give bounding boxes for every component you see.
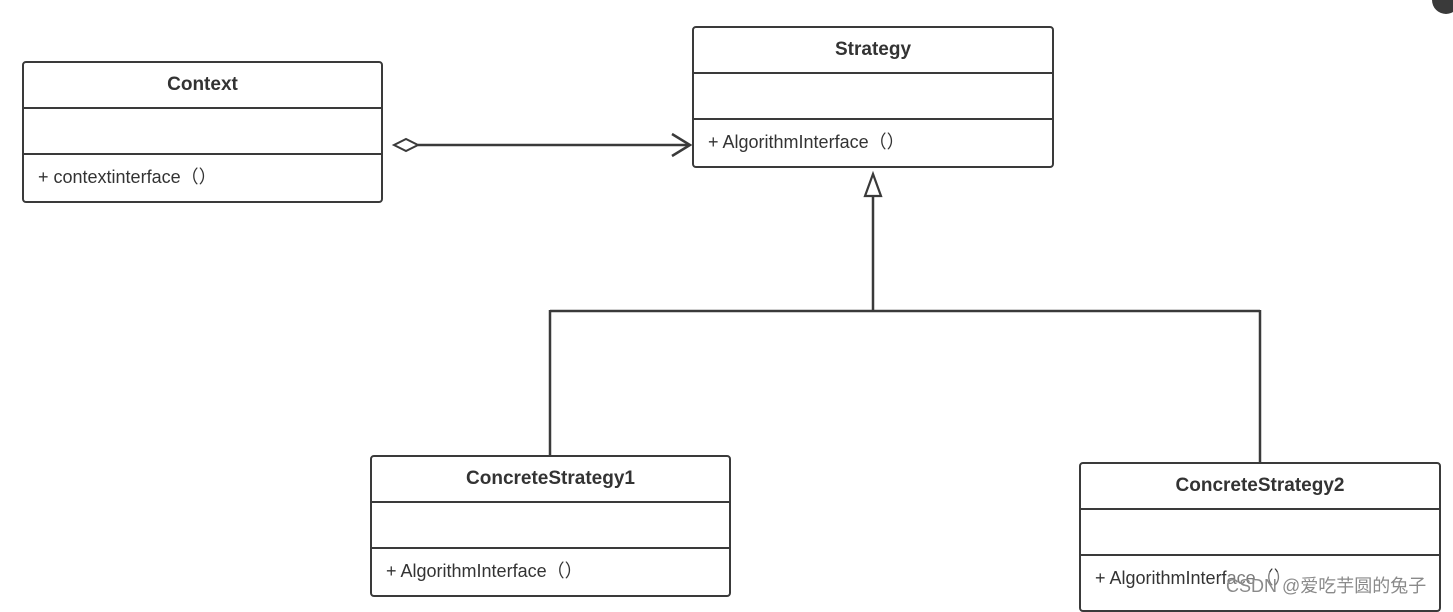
association-arrowhead (671, 132, 693, 158)
attributes-compartment (694, 74, 1052, 120)
class-name: ConcreteStrategy1 (372, 457, 729, 503)
attributes-compartment (24, 109, 381, 155)
generalization-connector (548, 170, 1262, 462)
class-concrete-strategy-1[interactable]: ConcreteStrategy1 + AlgorithmInterface（） (370, 455, 731, 597)
watermark: CSDN @爱吃芋圆的兔子 (1226, 572, 1427, 598)
attributes-compartment (372, 503, 729, 549)
operation-label: + AlgorithmInterface（） (386, 561, 583, 581)
class-name: Context (24, 63, 381, 109)
class-context[interactable]: Context + contextinterface（） (22, 61, 383, 203)
class-strategy[interactable]: Strategy + AlgorithmInterface（） (692, 26, 1054, 168)
attributes-compartment (1081, 510, 1439, 556)
operation-label: + AlgorithmInterface（） (1095, 568, 1292, 588)
class-concrete-strategy-2[interactable]: ConcreteStrategy2 + AlgorithmInterface（） (1079, 462, 1441, 612)
generalization-triangle (863, 170, 883, 198)
aggregation-connector (391, 132, 693, 158)
operation-label: + AlgorithmInterface（） (708, 132, 905, 152)
operation-label: + contextinterface（） (38, 167, 217, 187)
corner-dot-icon (1432, 0, 1453, 14)
class-name: Strategy (694, 28, 1052, 74)
class-name: ConcreteStrategy2 (1081, 464, 1439, 510)
aggregation-diamond (391, 137, 421, 153)
